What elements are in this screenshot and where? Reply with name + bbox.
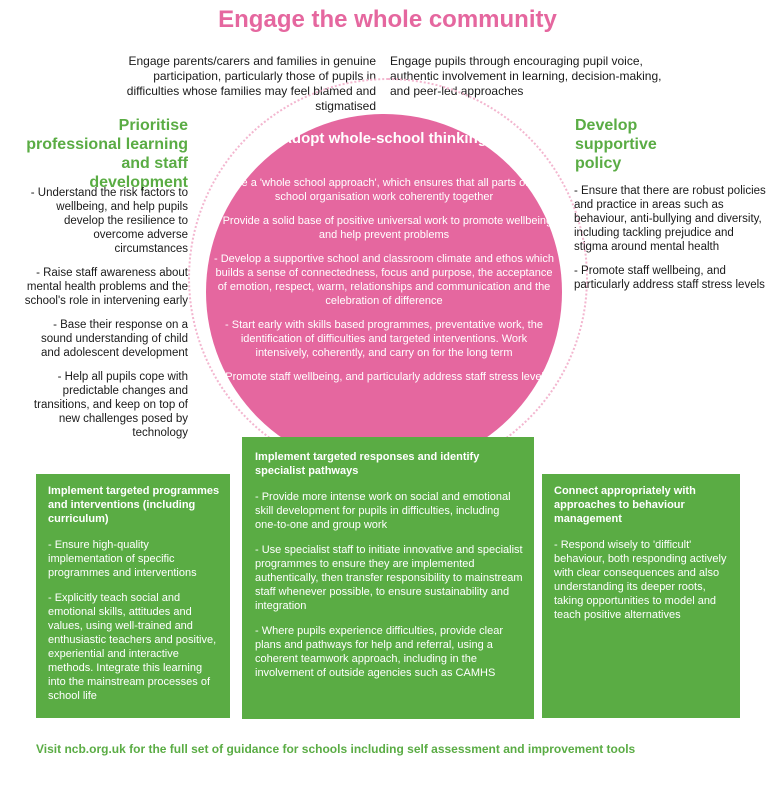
list-item: - Ensure that there are robust policies … [574,185,766,253]
supportive-policy-heading: Develop supportive policy [575,117,657,172]
list-item: - Explicitly teach social and emotional … [48,592,217,702]
list-item: - Base their response on a sound underst… [40,319,188,359]
whole-school-list: - Use a 'whole school approach', which e… [214,176,554,394]
list-item: - Promote staff wellbeing, and particula… [218,371,550,383]
list-item: - Where pupils experience difficulties, … [255,625,504,679]
specialist-pathways-box: Implement targeted responses and identif… [242,437,534,719]
list-item: - Develop a supportive school and classr… [214,253,554,307]
footer-link-text: Visit ncb.org.uk for the full set of gui… [36,742,636,756]
list-item: - Understand the risk factors to wellbei… [30,187,188,255]
supportive-policy-list: - Ensure that there are robust policies … [574,184,770,302]
list-item: - Provide a solid base of positive unive… [215,215,553,241]
behaviour-management-box: Connect appropriately with approaches to… [542,474,740,718]
list-item: - Raise staff awareness about mental hea… [24,267,188,307]
targeted-programmes-box: Implement targeted programmes and interv… [36,474,230,718]
box-heading: Connect appropriately with approaches to… [554,485,696,525]
list-item: - Use a 'whole school approach', which e… [221,177,547,203]
list-item: - Provide more intense work on social an… [255,491,511,531]
professional-learning-heading: Prioritise professional learning and sta… [26,117,188,191]
box-heading: Implement targeted programmes and interv… [48,485,220,525]
whole-school-circle [206,114,562,470]
list-item: - Respond wisely to 'difficult' behaviou… [554,539,727,621]
list-item: - Use specialist staff to initiate innov… [255,544,523,612]
list-item: - Promote staff wellbeing, and particula… [574,265,765,291]
professional-learning-list: - Understand the risk factors to wellbei… [20,186,188,450]
whole-school-heading: Adopt whole-school thinking [281,130,487,147]
page-title: Engage the whole community [218,6,557,33]
list-item: - Start early with skills based programm… [225,319,543,359]
box-heading: Implement targeted responses and identif… [255,451,480,477]
list-item: - Ensure high-quality implementation of … [48,539,197,579]
list-item: - Help all pupils cope with predictable … [33,371,188,439]
